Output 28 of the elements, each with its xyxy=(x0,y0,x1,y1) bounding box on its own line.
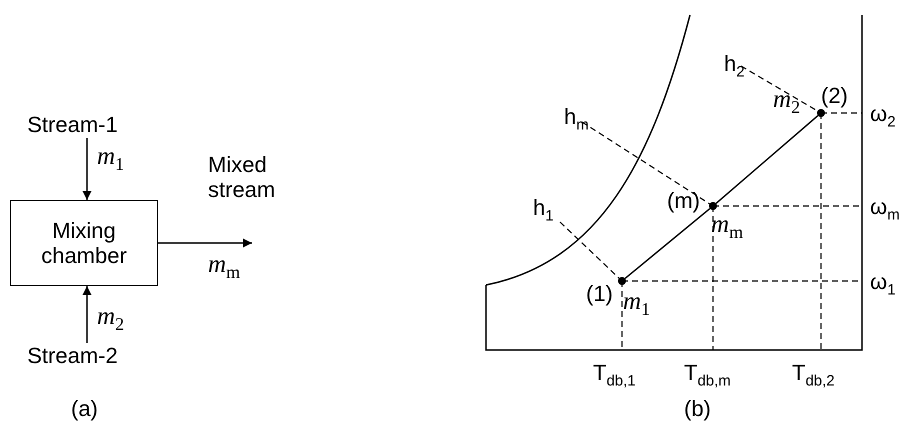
panel-label: (a) xyxy=(71,398,98,420)
enthalpy-label: h$_{m}$ xyxy=(564,106,589,132)
process-box xyxy=(10,200,158,286)
box-label: Mixing chamber xyxy=(40,218,128,268)
temperature-label: T$_{db,2}$ xyxy=(792,362,835,388)
temperature-label: T$_{db,1}$ xyxy=(593,362,636,388)
mass-flow-label: m$_{1}$ xyxy=(623,289,650,318)
humidity-label: ω$_{2}$ xyxy=(870,103,896,130)
edge-label: m$_{1}$ xyxy=(97,144,124,173)
stream-label: Stream-1 xyxy=(15,112,130,138)
arrow xyxy=(82,286,92,343)
point-label: (m) xyxy=(667,190,700,212)
enthalpy-label: h$_{1}$ xyxy=(533,197,554,224)
humidity-label: ω$_{m}$ xyxy=(870,196,900,222)
panel-label: (b) xyxy=(684,398,711,420)
humidity-label: ω$_{1}$ xyxy=(870,271,896,298)
edge-label: m$_{m}$ xyxy=(208,252,240,281)
process-line xyxy=(624,208,710,280)
arrow xyxy=(82,138,92,200)
process-line xyxy=(716,115,818,204)
point-label: (1) xyxy=(586,283,613,305)
temperature-label: T$_{db,m}$ xyxy=(684,362,731,388)
mass-flow-label: m$_{2}$ xyxy=(773,87,800,116)
edge-label: m$_{2}$ xyxy=(97,304,124,333)
arrow xyxy=(158,238,252,248)
point-label: (2) xyxy=(821,85,848,107)
stream-label: Stream-2 xyxy=(15,343,130,369)
stream-label: Mixed stream xyxy=(208,152,276,203)
